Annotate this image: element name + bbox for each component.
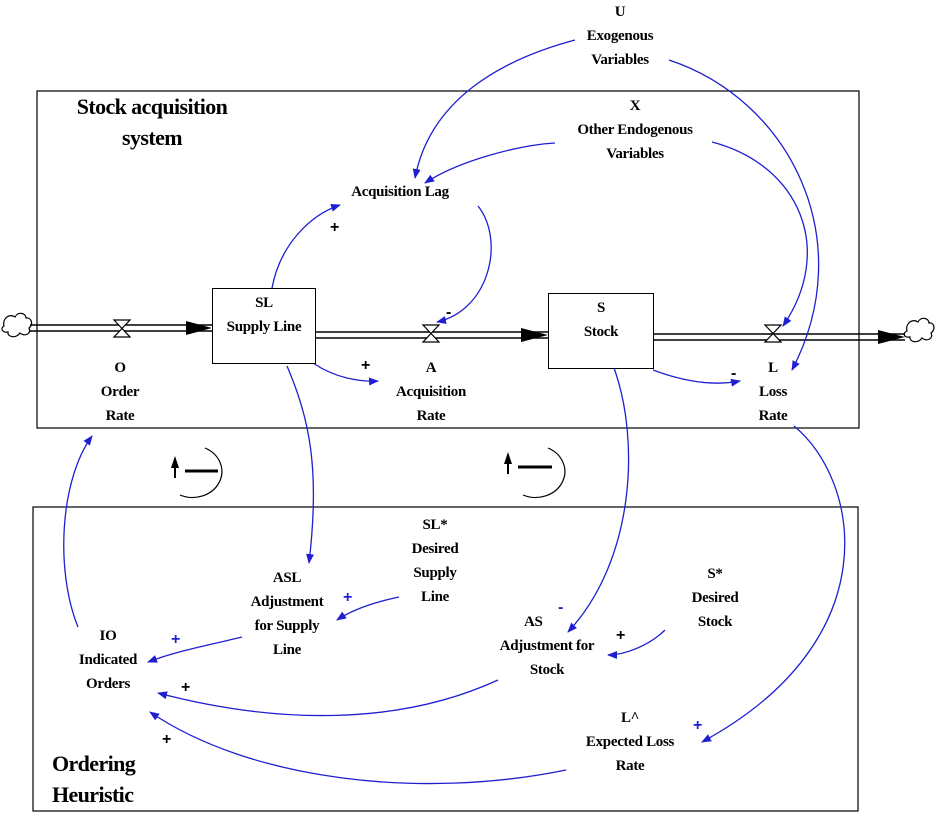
- order-valve-icon: [112, 319, 132, 338]
- link-sstar-to-as: [607, 629, 666, 659]
- polarity-as-to-io: +: [181, 679, 191, 696]
- acquisition-valve-icon: [421, 324, 441, 343]
- link-slstar-to-asl: [336, 596, 400, 621]
- expected-loss-rate-label: L^ Expected Loss Rate: [585, 710, 675, 774]
- desired-stock-label: S* Desired Stock: [691, 566, 739, 630]
- order-rate-label: O Order Rate: [100, 360, 140, 424]
- link-as-to-io: [157, 679, 499, 717]
- link-stock-to-loss: [652, 369, 741, 387]
- stock-acquisition-title: Stock acquisition system: [76, 94, 228, 150]
- link-io-to-order: [63, 435, 93, 628]
- link-sl-to-asl: [286, 365, 315, 564]
- polarity-sl-to-acq: +: [361, 357, 371, 374]
- polarity-sl-to-lag: +: [330, 219, 340, 236]
- exogenous-variables-label: U Exogenous Variables: [586, 4, 654, 68]
- source-cloud-icon: [1, 312, 33, 338]
- loss-flow-arrowhead: [878, 330, 905, 344]
- desired-supply-line-label: SL* Desired Supply Line: [411, 517, 459, 605]
- link-elr-to-io: [149, 711, 567, 785]
- acquisition-lag-label: Acquisition Lag: [351, 184, 449, 200]
- link-sl-to-lag: [271, 204, 341, 289]
- ordering-heuristic-box: [32, 506, 859, 812]
- link-sl-to-acq: [312, 362, 379, 386]
- link-lag-to-acq: [436, 205, 492, 324]
- acquisition-rate-label: A Acquisition Rate: [395, 360, 467, 424]
- supply-line-stock: SL Supply Line: [212, 288, 316, 364]
- link-asl-to-io: [147, 636, 243, 663]
- polarity-asl-to-io: +: [171, 631, 181, 648]
- loss-valve-icon: [763, 324, 783, 343]
- link-endogenous-to-lag: [424, 142, 556, 184]
- stock-stock: S Stock: [548, 293, 654, 369]
- polarity-sstar-to-as: +: [616, 627, 626, 644]
- order-flow-arrowhead: [186, 321, 212, 335]
- acquisition-flow-arrowhead: [521, 328, 548, 342]
- polarity-slstar-to-asl: +: [343, 589, 353, 606]
- adjustment-supply-line-label: ASL Adjustment for Supply Line: [250, 570, 324, 658]
- polarity-stock-to-loss: -: [731, 365, 737, 382]
- polarity-stock-to-as: -: [558, 599, 564, 616]
- stock-acquisition-box: [36, 90, 860, 429]
- adjustment-stock-label: AS Adjustment for Stock: [499, 614, 595, 678]
- link-endogenous-to-loss: [711, 141, 808, 327]
- polarity-elr-to-io: +: [162, 731, 172, 748]
- link-exogenous-to-loss: [668, 59, 820, 371]
- loop-balancing-1-icon: [171, 447, 223, 499]
- sink-cloud-icon: [903, 317, 935, 343]
- link-exogenous-to-lag: [412, 39, 576, 179]
- endogenous-variables-label: X Other Endogenous Variables: [577, 98, 693, 162]
- loss-rate-label: L Loss Rate: [758, 360, 788, 424]
- ordering-heuristic-title: Ordering Heuristic: [52, 751, 136, 807]
- link-stock-to-as: [567, 367, 630, 633]
- polarity-loss-to-elr: +: [693, 717, 703, 734]
- loss-flow-pipe: [654, 333, 905, 341]
- indicated-orders-label: IO Indicated Orders: [78, 628, 138, 692]
- loop-balancing-2-icon: [504, 447, 566, 499]
- polarity-lag-to-acq: -: [446, 304, 452, 321]
- link-loss-to-elr: [701, 425, 846, 743]
